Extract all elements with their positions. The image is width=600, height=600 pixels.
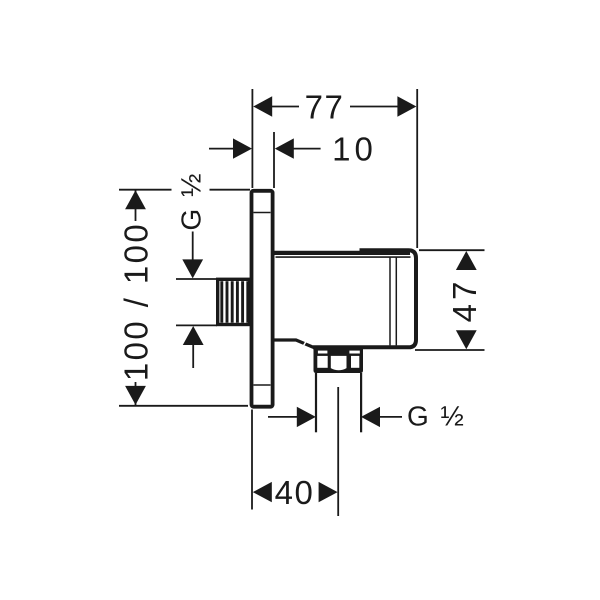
svg-text:G ½: G ½ (176, 172, 207, 231)
svg-text:77: 77 (305, 89, 345, 126)
svg-text:47: 47 (446, 278, 483, 323)
svg-text:10: 10 (332, 131, 377, 168)
svg-text:40: 40 (275, 474, 315, 511)
svg-text:G ½: G ½ (407, 401, 466, 432)
svg-text:100 / 100: 100 / 100 (118, 222, 155, 381)
